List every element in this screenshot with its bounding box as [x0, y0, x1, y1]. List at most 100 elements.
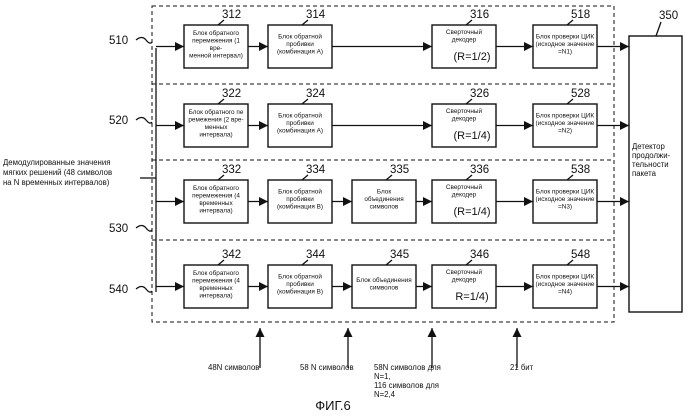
number-leader	[218, 20, 224, 25]
input-label-line: на N временных интервалов)	[3, 178, 110, 187]
number-leader	[466, 260, 472, 265]
block-label: =N3)	[558, 204, 572, 211]
block-label: перемежения (1	[192, 38, 240, 45]
bottom-note-line: N=2,4	[374, 390, 396, 399]
block-label: временных	[199, 200, 233, 207]
number-leader	[302, 175, 308, 180]
bottom-note-line: 21 бит	[510, 363, 534, 372]
block-number: 528	[571, 88, 590, 100]
bottom-note-line: 58 N символов	[300, 363, 354, 372]
block-number: 316	[470, 9, 489, 21]
block-label: (комбинация В)	[277, 288, 323, 296]
number-leader	[218, 99, 224, 104]
block-label: =N4)	[558, 289, 572, 296]
detector-number: 350	[659, 10, 678, 22]
block-label: перемежения (4	[192, 278, 240, 285]
bottom-note-line: N=1,	[374, 372, 391, 381]
number-leader	[302, 99, 308, 104]
block-label: менных	[205, 124, 229, 131]
block-538: 538Блок проверки ЦИК(исходное значение=N…	[533, 164, 597, 223]
block-548: 548Блок проверки ЦИК(исходное значение=N…	[533, 249, 597, 308]
block-label: декодер	[452, 277, 477, 284]
block-label: ремежения (2 вре-	[188, 117, 243, 124]
block-number: 314	[306, 9, 326, 21]
block-336: 336Сверточныйдекодер(R=1/4)	[432, 164, 496, 223]
bottom-note-3: 58N символов дляN=1,116 символов дляN=2,…	[374, 363, 441, 399]
block-label: Блок обратной	[278, 273, 322, 281]
block-label: интервала)	[199, 132, 232, 139]
block-label: (комбинация А)	[277, 48, 323, 56]
block-number: 538	[571, 164, 590, 176]
block-number: 324	[306, 88, 326, 100]
row-id-label: 520	[109, 115, 128, 127]
block-label: Блок проверки ЦИК	[536, 113, 595, 120]
block-number: 334	[306, 164, 326, 176]
block-label: объединения	[364, 195, 404, 203]
block-label: символов	[370, 204, 399, 211]
block-label: Блок обратной	[278, 112, 322, 120]
bottom-note-line: 116 символов для	[374, 381, 439, 390]
block-label: (исходное значение	[536, 41, 595, 48]
code-rate: (R=1/2)	[454, 51, 491, 63]
block-label: временных	[199, 285, 233, 292]
block-number: 335	[390, 164, 409, 176]
bottom-note-1: 48N символов	[208, 363, 259, 372]
bottom-note-2: 58 N символов	[300, 363, 354, 372]
block-label: Блок обратного	[193, 29, 239, 37]
block-number: 345	[390, 249, 409, 261]
block-label: Сверточный	[446, 28, 483, 36]
block-label: декодер	[452, 116, 477, 123]
block-346: 346СверточныйдекодерR=1/4)	[432, 249, 496, 308]
row-id-510: 510	[109, 35, 152, 47]
row-id-540: 540	[109, 284, 152, 296]
block-label: декодер	[452, 192, 477, 199]
block-label: =N1)	[558, 49, 572, 56]
number-leader	[218, 175, 224, 180]
row-id-520: 520	[109, 115, 152, 127]
block-label: (комбинация В)	[277, 203, 323, 211]
block-number: 346	[470, 249, 489, 261]
input-label-line: мягких решений (48 символов	[3, 168, 112, 177]
block-label: Блок	[377, 189, 391, 196]
row-id-label: 540	[109, 284, 128, 296]
detector-label: пакета	[632, 169, 657, 178]
block-314: 314Блок обратнойпробивки(комбинация А)	[268, 9, 332, 68]
block-number: 344	[306, 249, 326, 261]
block-332: 332Блок обратногоперемежения (4временных…	[184, 164, 248, 223]
code-rate: (R=1/4)	[454, 206, 491, 218]
block-label: (комбинация А)	[277, 127, 323, 135]
block-label: Блок обратного	[193, 184, 239, 192]
block-335: 335Блокобъединениясимволов	[352, 164, 416, 223]
number-leader	[386, 175, 392, 180]
block-322: 322Блок обратного перемежения (2 вре-мен…	[184, 88, 248, 147]
row-id-leader	[136, 38, 152, 44]
number-leader	[567, 99, 573, 104]
row-id-530: 530	[109, 223, 152, 235]
block-number: 326	[470, 88, 489, 100]
block-label: (исходное значение	[536, 196, 595, 203]
row-id-leader	[136, 226, 152, 232]
row-id-leader	[136, 118, 152, 124]
block-label: (исходное значение	[536, 120, 595, 127]
block-528: 528Блок проверки ЦИК(исходное значение=N…	[533, 88, 597, 147]
input-label-line: Демодулированные значения	[3, 158, 110, 167]
number-leader	[567, 260, 573, 265]
block-label: Блок обратной	[278, 188, 322, 196]
number-leader	[567, 175, 573, 180]
number-leader	[466, 175, 472, 180]
block-344: 344Блок обратнойпробивки(комбинация В)	[268, 249, 332, 308]
block-label: Блок обратного	[193, 269, 239, 277]
block-312: 312Блок обратногоперемежения (1вре-менно…	[184, 9, 248, 68]
code-rate: R=1/4)	[455, 291, 488, 303]
block-number: 548	[571, 249, 590, 261]
block-label: вре-	[210, 45, 223, 52]
number-leader	[466, 20, 472, 25]
detector-block: 350Детекторпродолжи-тельностипакета	[629, 10, 682, 312]
block-label: пробивки	[286, 280, 314, 288]
block-label: Блок проверки ЦИК	[536, 34, 595, 41]
block-label: пробивки	[286, 195, 314, 203]
number-leader	[656, 22, 661, 36]
block-number: 322	[222, 88, 241, 100]
input-label: Демодулированные значениямягких решений …	[3, 158, 112, 187]
detector-label: продолжи-	[632, 151, 671, 160]
